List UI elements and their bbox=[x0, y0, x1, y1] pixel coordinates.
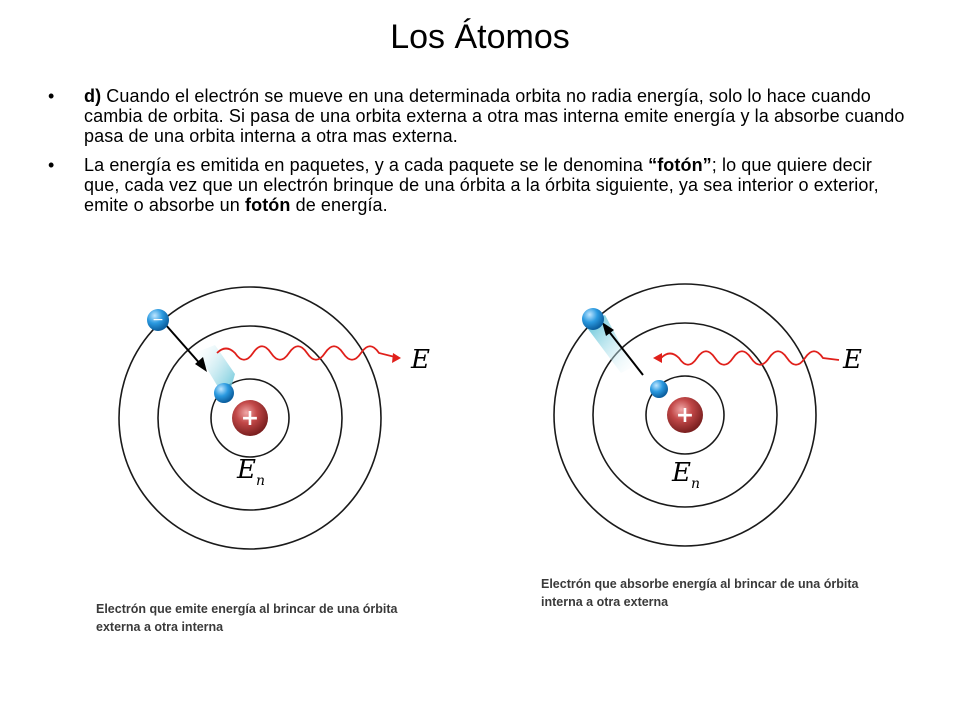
energy-level-label: En bbox=[236, 455, 265, 489]
absorption-atom-diagram: + E En bbox=[553, 283, 862, 547]
plus-icon: + bbox=[676, 403, 694, 428]
inner-orbit bbox=[210, 378, 290, 458]
photon-arrow-head bbox=[653, 353, 662, 363]
bullet-bold-foton-quoted: “fotón” bbox=[648, 155, 712, 175]
bullet-item-1: • d) Cuando el electrón se mueve en una … bbox=[48, 86, 906, 146]
absorption-caption: Electrón que absorbe energía al brincar … bbox=[541, 577, 859, 609]
bullet-lead-bold: d) bbox=[84, 86, 102, 106]
nucleus: + bbox=[667, 397, 703, 433]
nucleus: + bbox=[232, 400, 268, 436]
energy-level-label: En bbox=[671, 458, 700, 492]
middle-orbit bbox=[592, 322, 778, 508]
emission-caption: Electrón que emite energía al brincar de… bbox=[96, 602, 398, 634]
inner-orbit bbox=[645, 375, 725, 455]
energy-label: E bbox=[842, 345, 862, 375]
bullet-dot: • bbox=[48, 155, 55, 175]
middle-orbit bbox=[157, 325, 343, 511]
outer-electron: − bbox=[147, 309, 169, 331]
photon-arrow-head bbox=[392, 353, 401, 363]
arrow-head bbox=[195, 357, 207, 372]
photon-wave bbox=[216, 345, 396, 361]
bullet-text-part2: ; lo que quiere decir que, cada vez que … bbox=[84, 155, 879, 215]
bullet-text: Cuando el electrón se mueve en una deter… bbox=[84, 86, 905, 146]
energy-label: E bbox=[410, 345, 430, 375]
bullet-list: • d) Cuando el electrón se mueve en una … bbox=[48, 86, 906, 224]
electron-trail bbox=[585, 315, 633, 373]
outer-electron bbox=[582, 308, 604, 330]
outer-orbit bbox=[118, 286, 382, 550]
bullet-text-part1: La energía es emitida en paquetes, y a c… bbox=[84, 155, 649, 175]
bullet-dot: • bbox=[48, 86, 55, 106]
transition-arrow bbox=[164, 323, 203, 367]
bullet-item-2: • La energía es emitida en paquetes, y a… bbox=[48, 155, 906, 215]
bullet-text-part3: de energía. bbox=[290, 195, 388, 215]
bullet-bold-foton: fotón bbox=[245, 195, 291, 215]
inner-electron bbox=[650, 380, 668, 398]
photon-wave bbox=[660, 350, 840, 366]
electron-symbol: − bbox=[152, 312, 164, 328]
emission-atom-diagram: − + E En bbox=[118, 286, 430, 550]
plus-icon: + bbox=[241, 406, 259, 431]
arrow-head bbox=[602, 322, 614, 336]
slide-title: Los Átomos bbox=[390, 18, 570, 56]
outer-orbit bbox=[553, 283, 817, 547]
inner-electron bbox=[214, 383, 234, 403]
transition-arrow bbox=[606, 328, 644, 376]
